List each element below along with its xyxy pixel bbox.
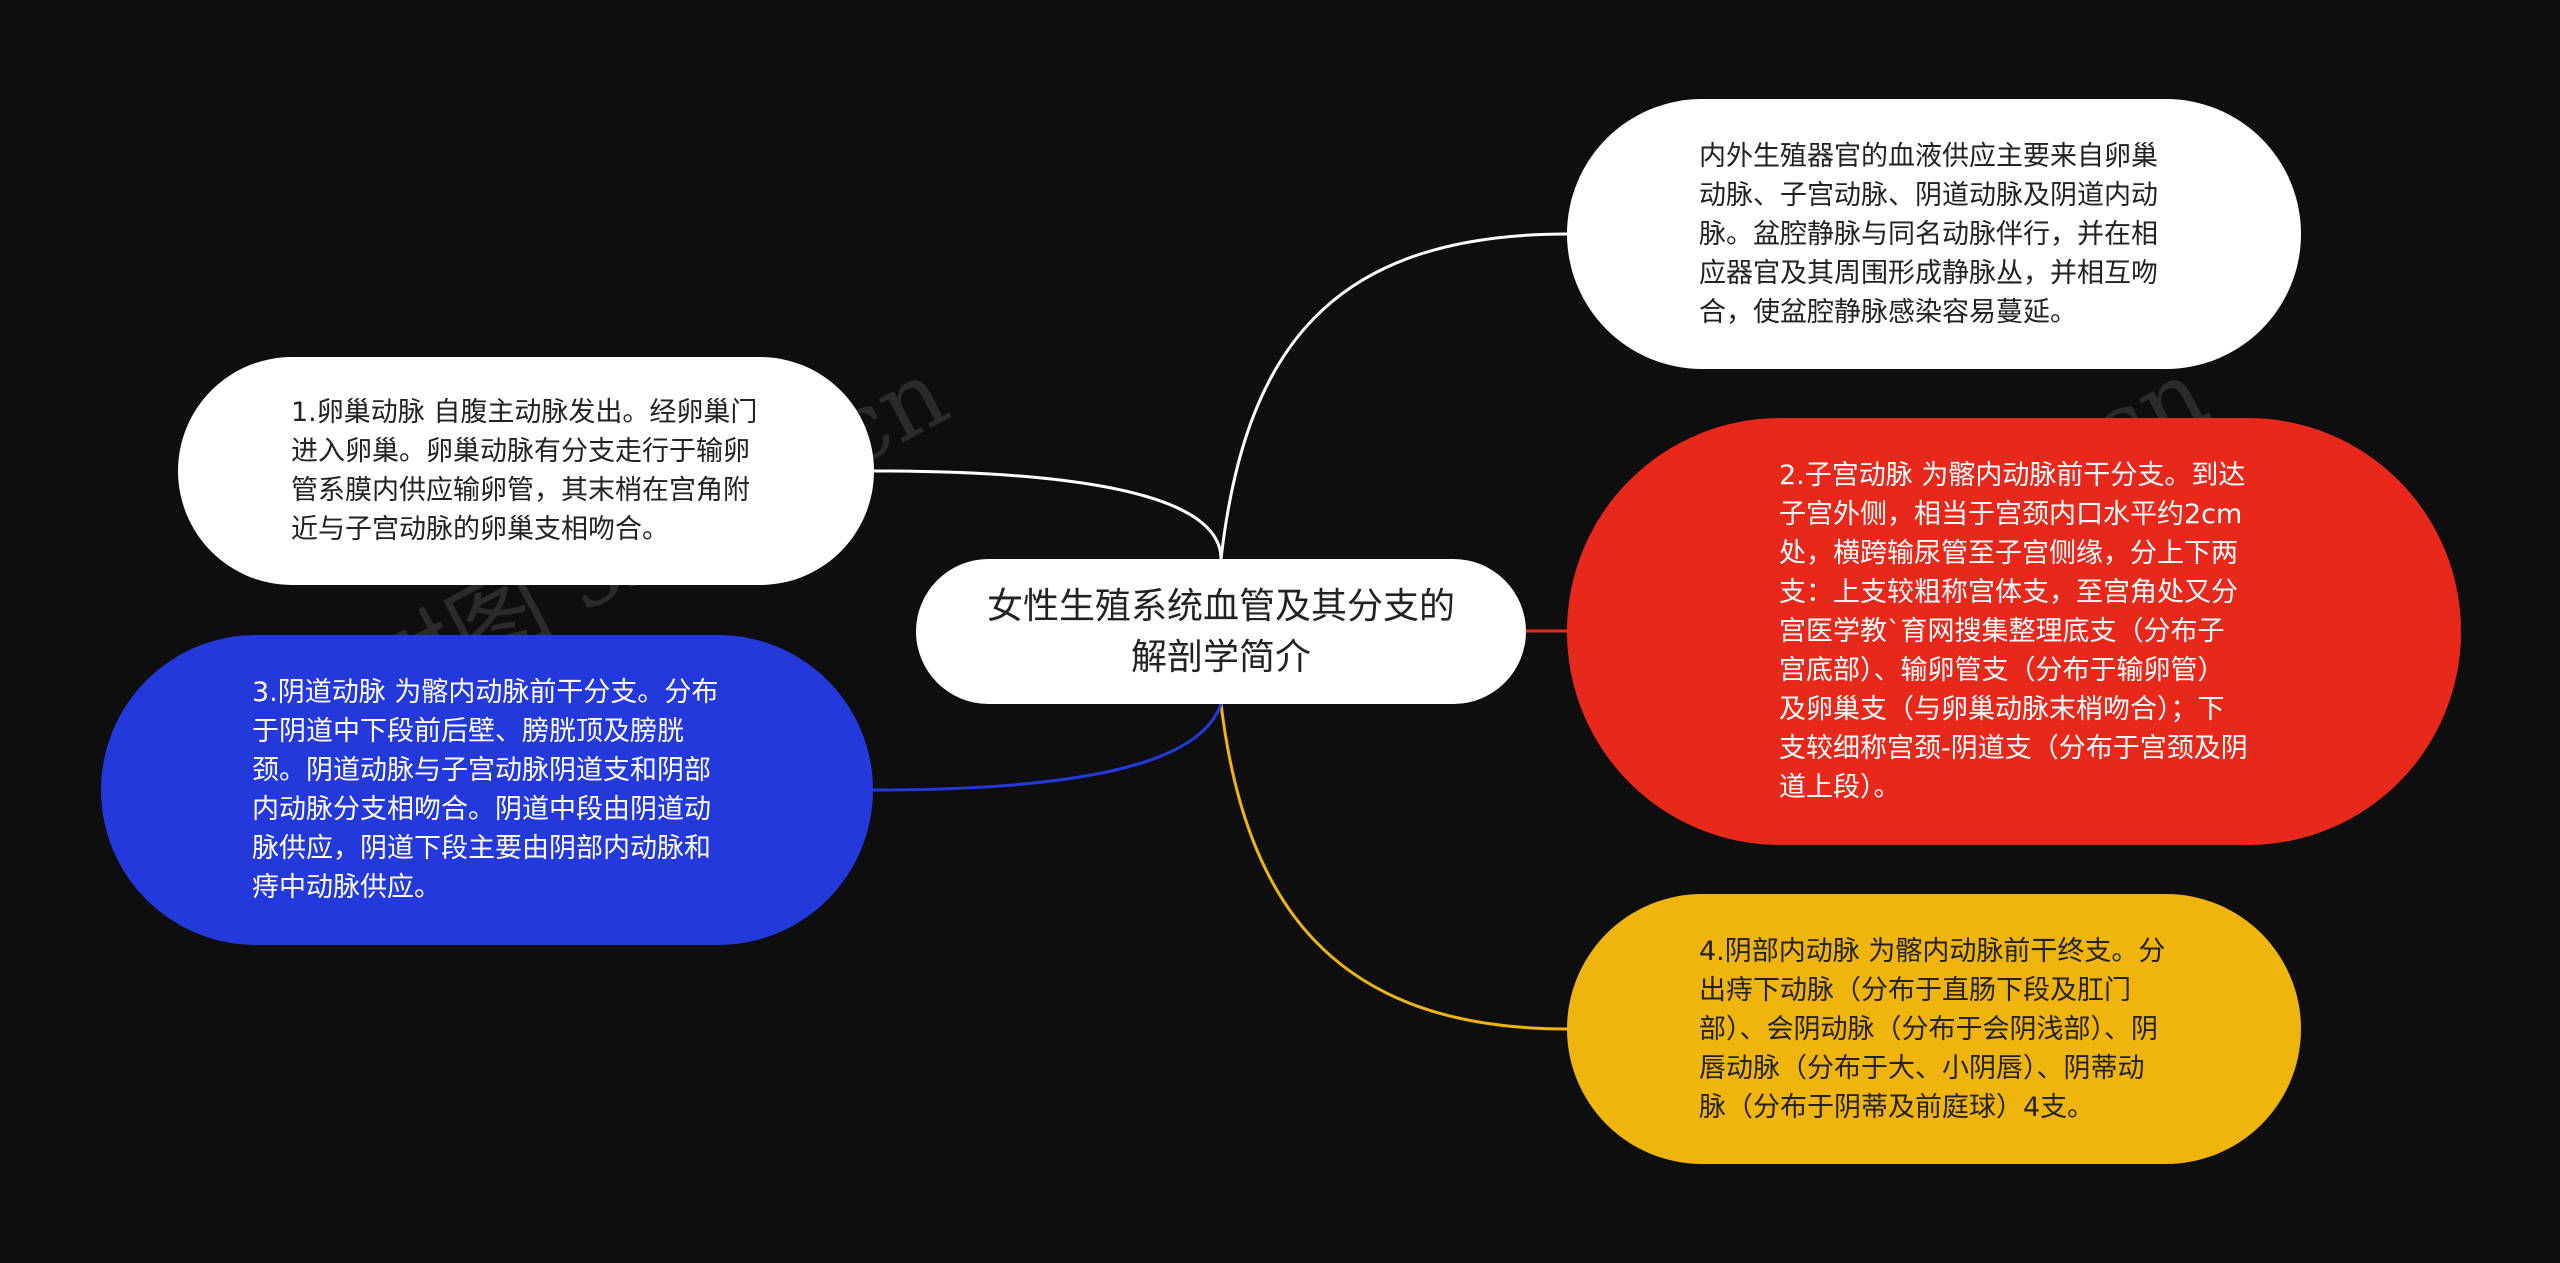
node-blood-supply[interactable]: 内外生殖器官的血液供应主要来自卵巢动脉、子宫动脉、阴道动脉及阴道内动脉。盆腔静脉… [1567,99,2301,369]
central-topic-node[interactable]: 女性生殖系统血管及其分支的解剖学简介 [916,559,1526,704]
link-ovarian [873,469,1223,560]
node-vaginal-artery-text: 3.阴道动脉 为髂内动脉前干分支。分布于阴道中下段前后壁、膀胱顶及膀胱颈。阴道动… [252,677,719,903]
node-internal-pudendal-artery[interactable]: 4.阴部内动脉 为髂内动脉前干终支。分出痔下动脉（分布于直肠下段及肛门部）、会阴… [1567,894,2301,1164]
link-vaginal [872,703,1223,792]
node-blood-supply-text: 内外生殖器官的血液供应主要来自卵巢动脉、子宫动脉、阴道动脉及阴道内动脉。盆腔静脉… [1699,140,2158,328]
node-ovarian-artery-text: 1.卵巢动脉 自腹主动脉发出。经卵巢门进入卵巢。卵巢动脉有分支走行于输卵管系膜内… [291,397,758,545]
node-uterine-artery-text: 2.子宫动脉 为髂内动脉前干分支。到达子宫外侧，相当于宫颈内口水平约2cm处，横… [1779,460,2248,803]
link-pudendal [1219,703,1568,1031]
node-uterine-artery[interactable]: 2.子宫动脉 为髂内动脉前干分支。到达子宫外侧，相当于宫颈内口水平约2cm处，横… [1567,418,2461,845]
node-ovarian-artery[interactable]: 1.卵巢动脉 自腹主动脉发出。经卵巢门进入卵巢。卵巢动脉有分支走行于输卵管系膜内… [178,357,874,585]
central-topic-text: 女性生殖系统血管及其分支的解剖学简介 [986,585,1455,678]
node-vaginal-artery[interactable]: 3.阴道动脉 为髂内动脉前干分支。分布于阴道中下段前后壁、膀胱顶及膀胱颈。阴道动… [101,635,873,945]
link-blood-supply [1219,232,1568,560]
node-internal-pudendal-artery-text: 4.阴部内动脉 为髂内动脉前干终支。分出痔下动脉（分布于直肠下段及肛门部）、会阴… [1699,935,2166,1123]
